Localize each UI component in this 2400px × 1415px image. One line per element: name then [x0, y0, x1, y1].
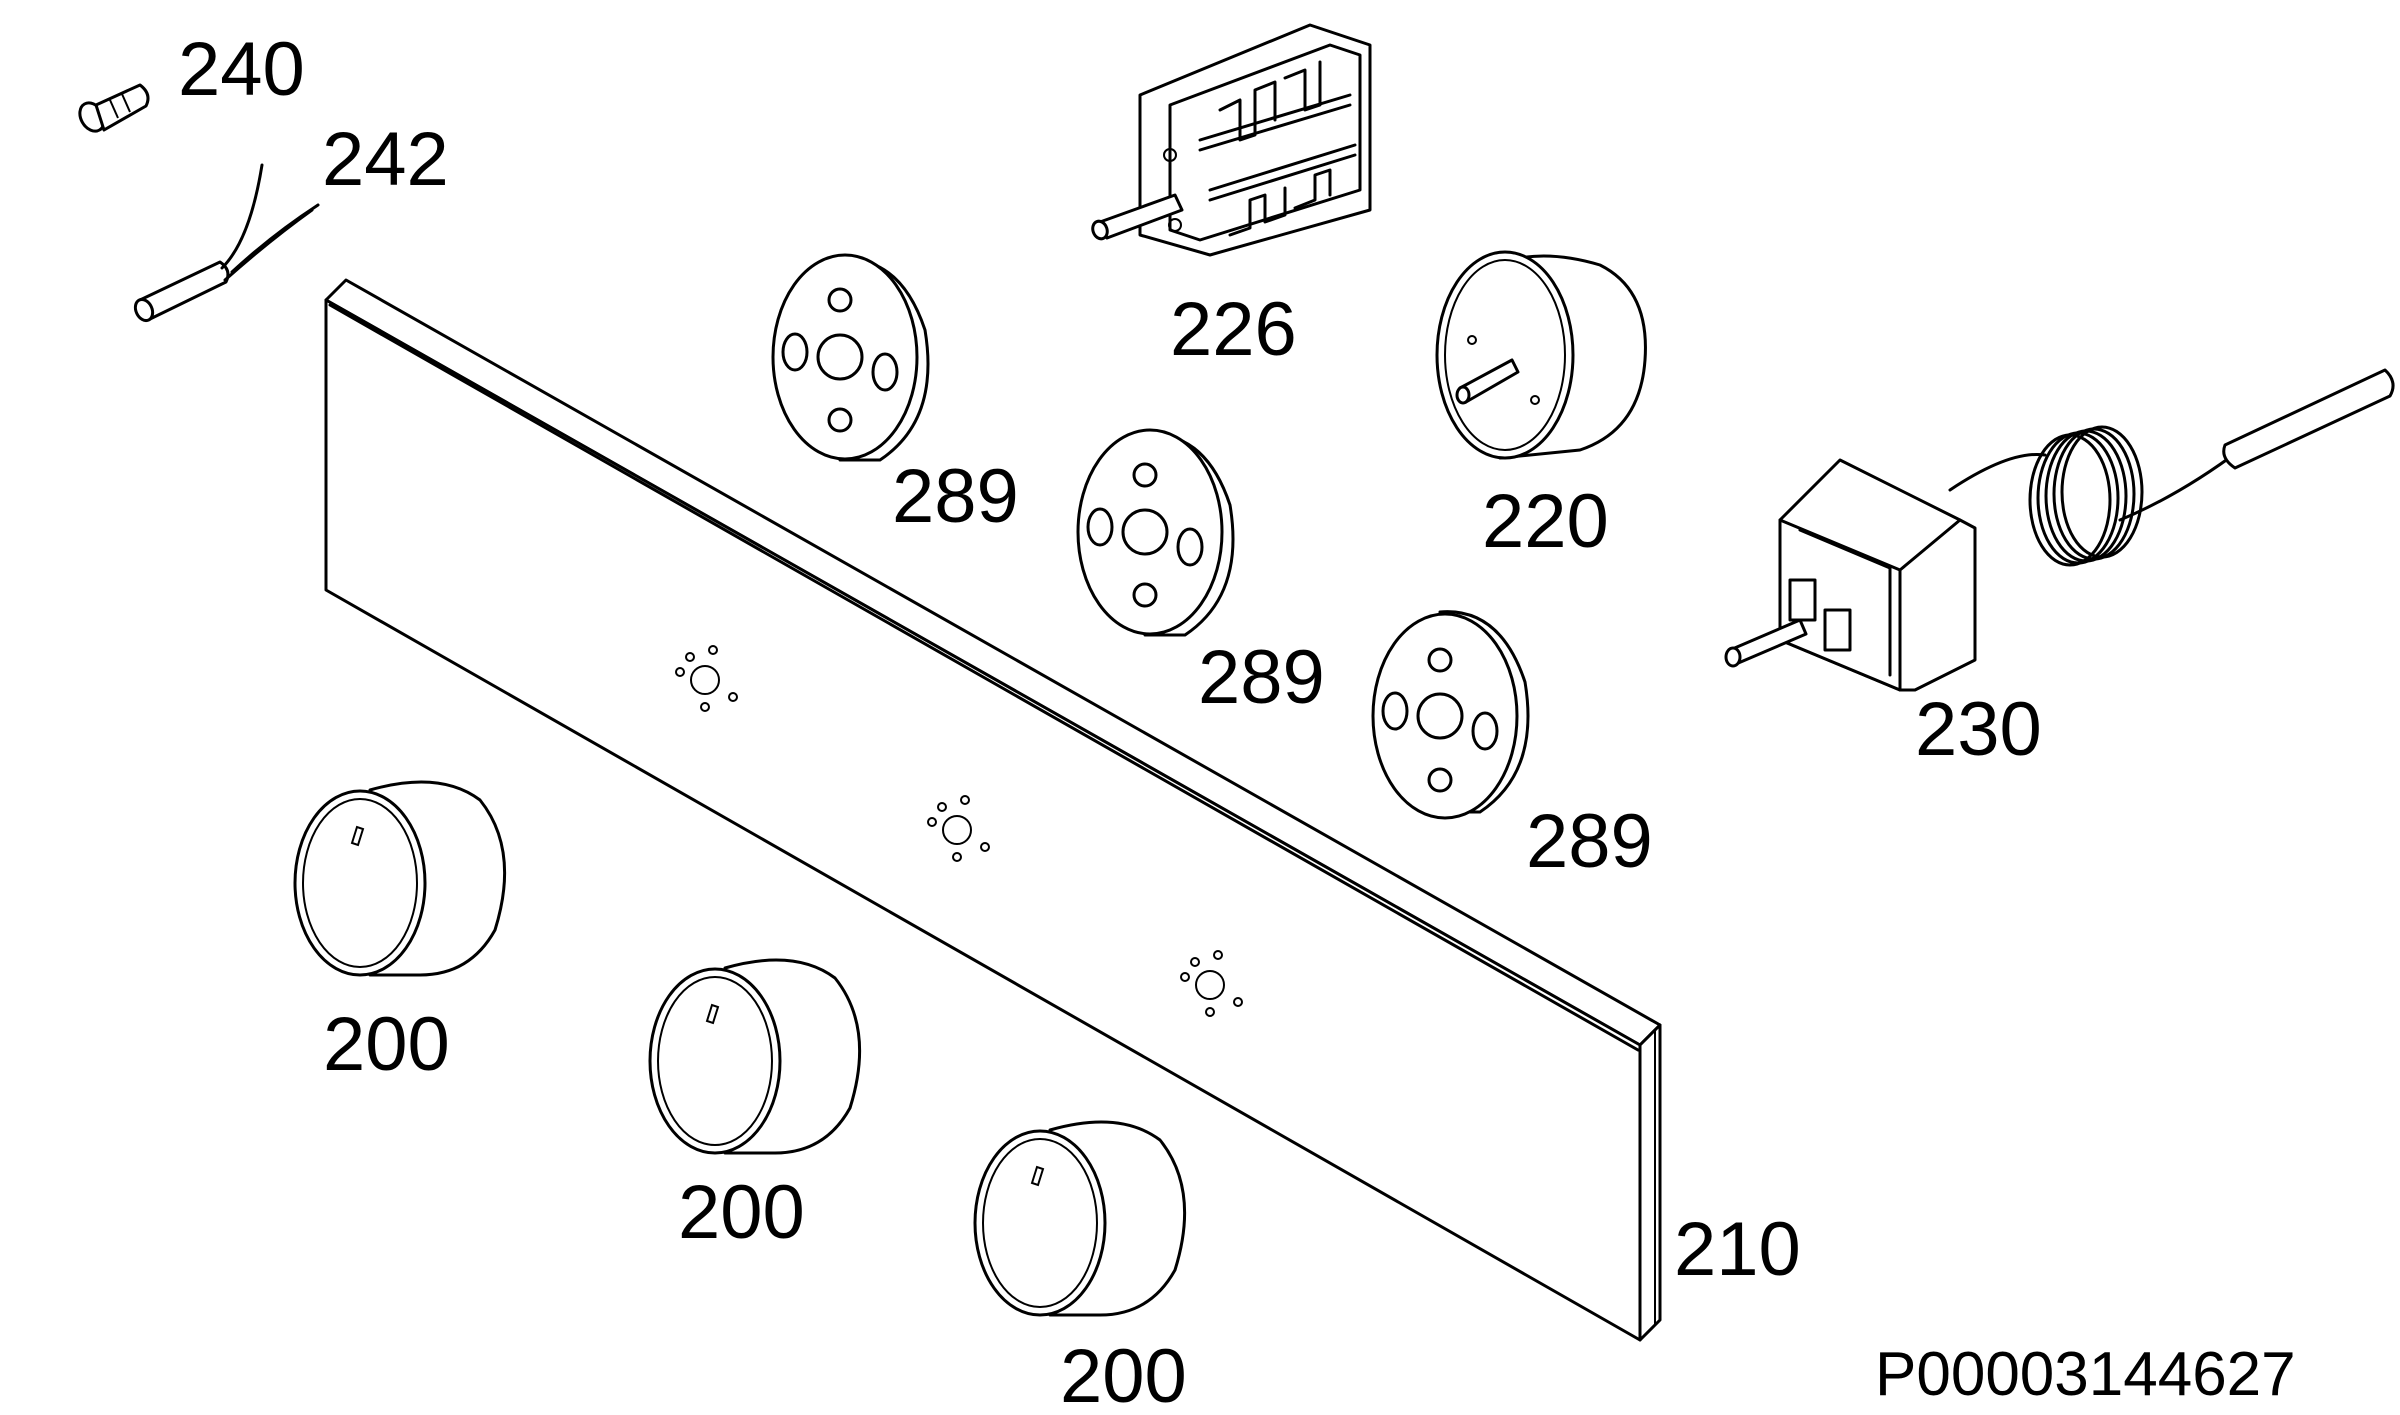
- thermostat-part: [1724, 368, 2395, 692]
- panel-hole-2: [927, 795, 990, 862]
- label-spacer-2: 289: [1198, 635, 1325, 720]
- document-id: P00003144627: [1875, 1340, 2296, 1409]
- label-sensor-wire: 242: [322, 117, 449, 202]
- spacer-part-1: [771, 253, 930, 462]
- knob-part-3: [973, 1120, 1187, 1317]
- control-panel-part: [324, 278, 1662, 1342]
- label-thermostat: 230: [1915, 687, 2042, 772]
- label-screw: 240: [178, 27, 305, 112]
- label-knob-2: 200: [678, 1170, 805, 1255]
- screw-part: [78, 83, 150, 133]
- timer-part: [1435, 250, 1647, 460]
- knob-part-2: [648, 958, 862, 1155]
- panel-hole-1: [675, 645, 738, 712]
- spacer-part-3: [1371, 610, 1530, 820]
- label-knob-3: 200: [1060, 1334, 1187, 1415]
- knob-part-1: [293, 780, 507, 977]
- label-timer: 220: [1482, 479, 1609, 564]
- panel-hole-3: [1180, 950, 1243, 1017]
- label-control-panel: 210: [1674, 1207, 1801, 1292]
- label-knob-1: 200: [323, 1002, 450, 1087]
- sensor-wire-part: [133, 163, 320, 323]
- label-spacer-1: 289: [892, 454, 1019, 539]
- label-selector-switch: 226: [1170, 287, 1297, 372]
- spacer-part-2: [1076, 428, 1235, 637]
- selector-switch-part: [1091, 23, 1372, 257]
- label-spacer-3: 289: [1526, 799, 1653, 884]
